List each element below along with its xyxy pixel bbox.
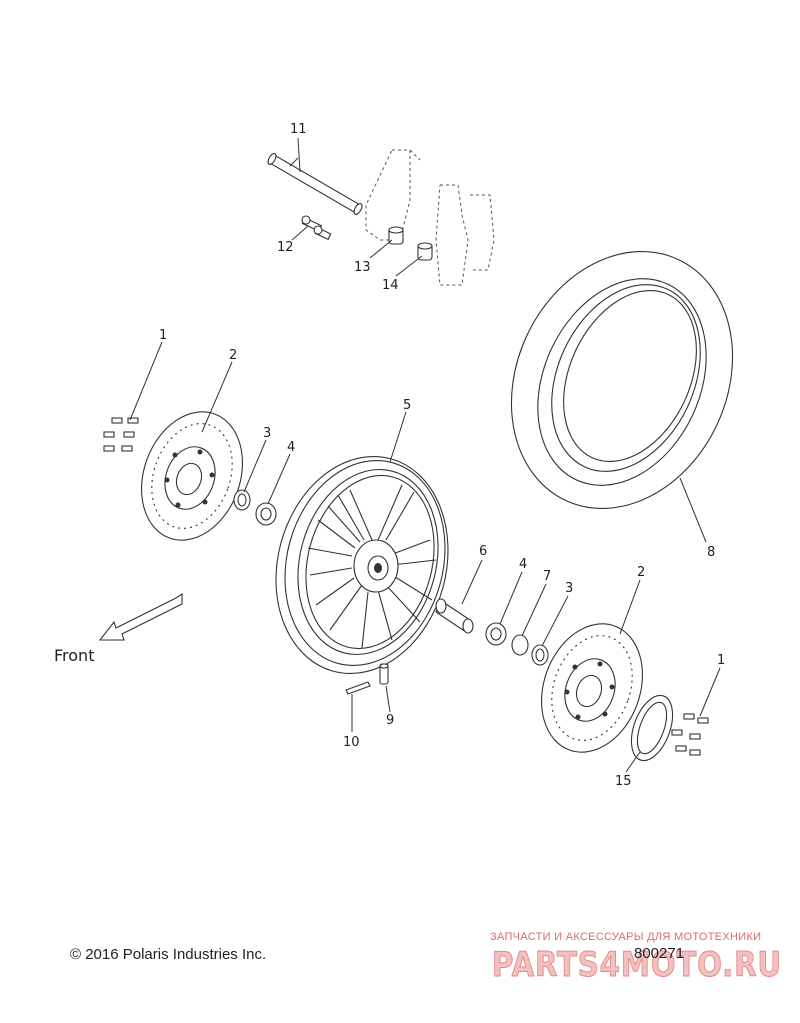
front-direction-arrow xyxy=(98,592,183,641)
callout-8: 8 xyxy=(707,545,715,560)
watermark-logo: PARTS4MOTO.RU xyxy=(492,945,782,985)
callout-6: 6 xyxy=(479,544,487,559)
callout-4-left: 4 xyxy=(287,440,295,455)
valve-stem xyxy=(379,663,389,685)
watermark-tagline: ЗАПЧАСТИ И АКСЕССУАРЫ ДЛЯ МОТОТЕХНИКИ xyxy=(490,931,761,943)
fork-legs xyxy=(365,149,495,286)
callout-2-right: 2 xyxy=(637,565,645,580)
callout-3-right: 3 xyxy=(565,581,573,596)
callout-4-right: 4 xyxy=(519,557,527,572)
callout-5: 5 xyxy=(403,398,411,413)
callout-14: 14 xyxy=(382,278,399,293)
callout-13: 13 xyxy=(354,260,371,275)
cast-wheel xyxy=(275,455,449,675)
callout-9: 9 xyxy=(386,713,394,728)
callout-12: 12 xyxy=(277,240,294,255)
callout-1-left: 1 xyxy=(159,328,167,343)
callout-1-right: 1 xyxy=(717,653,725,668)
abs-tone-ring xyxy=(630,694,674,762)
right-brake-disc xyxy=(541,623,643,753)
callout-11: 11 xyxy=(290,122,307,137)
tire xyxy=(510,251,734,509)
right-disc-bolts xyxy=(671,713,709,756)
callout-7: 7 xyxy=(543,569,551,584)
callout-10: 10 xyxy=(343,735,360,750)
callout-labels: 11 12 13 14 1 2 3 4 5 6 4 7 3 2 1 8 9 10… xyxy=(159,122,725,789)
right-side-hub-parts xyxy=(435,598,549,666)
pinch-bolts xyxy=(301,215,332,241)
left-seal-and-bearing xyxy=(233,489,277,526)
diagram-code: 800271 xyxy=(634,945,684,962)
balance-weight xyxy=(345,681,371,695)
front-axle xyxy=(267,153,363,215)
left-brake-disc xyxy=(141,411,243,541)
axle-spacers xyxy=(388,226,433,261)
callout-3-left: 3 xyxy=(263,426,271,441)
callout-2-left: 2 xyxy=(229,348,237,363)
callout-15: 15 xyxy=(615,774,632,789)
left-disc-bolts xyxy=(103,417,139,452)
leader-lines xyxy=(129,137,721,773)
front-label: Front xyxy=(54,646,94,665)
copyright-text: © 2016 Polaris Industries Inc. xyxy=(70,946,266,963)
